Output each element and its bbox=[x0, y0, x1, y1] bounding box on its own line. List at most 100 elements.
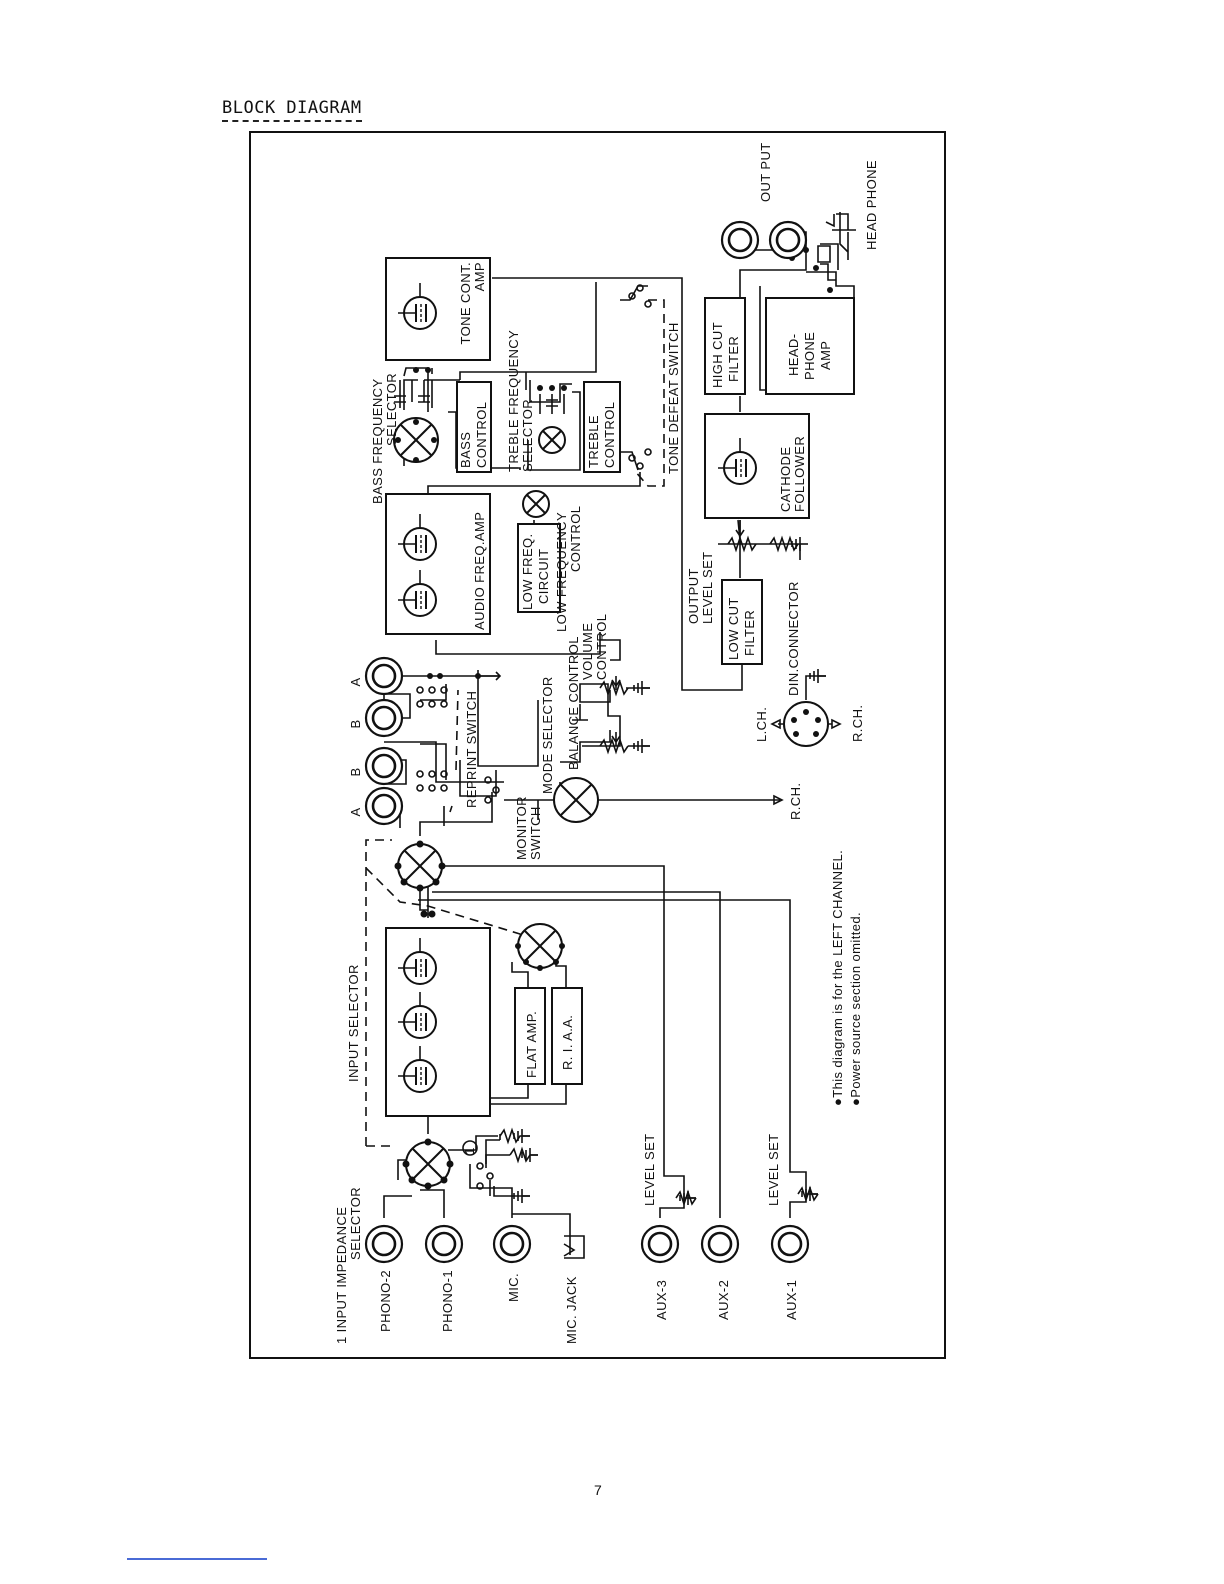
headphone-amp-line3: AMP bbox=[818, 341, 833, 370]
circled-one-label: 1 bbox=[462, 1147, 477, 1155]
mic-jack bbox=[492, 1224, 532, 1264]
high-cut-filter-line1: HIGH CUT bbox=[710, 322, 725, 388]
reprint-switch-label: REPRINT SWITCH bbox=[464, 691, 479, 808]
block-flat-amp: FLAT AMP. bbox=[514, 987, 546, 1085]
treble-frequency-selector-line1: TREBLE FREQUENCY bbox=[506, 330, 521, 472]
label-aux-3: AUX-3 bbox=[654, 1280, 669, 1320]
output-level-set-line2: LEVEL SET bbox=[700, 552, 715, 625]
treble-control-line2: CONTROL bbox=[602, 402, 617, 468]
page-number: 7 bbox=[594, 1482, 602, 1498]
label-mic-jack: MIC. JACK bbox=[564, 1276, 579, 1344]
block-cathode-follower: CATHODE FOLLOWER bbox=[704, 413, 810, 519]
rch-label-din: R.CH. bbox=[850, 705, 865, 742]
aux-2-jack bbox=[700, 1224, 740, 1264]
aux-1-jack bbox=[770, 1224, 810, 1264]
out-put-label: OUT PUT bbox=[758, 142, 773, 202]
tape-letter-4: A bbox=[348, 807, 363, 816]
block-low-cut-filter: LOW CUT FILTER bbox=[721, 579, 763, 665]
output-jack-1 bbox=[720, 220, 760, 260]
input-selector bbox=[394, 840, 446, 918]
cathode-follower-line1: CATHODE bbox=[778, 447, 793, 512]
aux-3-jack bbox=[640, 1224, 680, 1264]
tone-cont-amp-line2: AMP bbox=[472, 262, 487, 291]
low-freq-circuit-line2: CIRCUIT bbox=[536, 548, 551, 604]
treble-frequency-selector-line2: SELECTOR bbox=[520, 399, 535, 472]
label-mic: MIC. bbox=[506, 1273, 521, 1302]
block-treble-control: TREBLE CONTROL bbox=[583, 381, 621, 473]
cathode-follower-line2: FOLLOWER bbox=[792, 436, 807, 512]
mode-selector bbox=[553, 777, 599, 823]
input-impedance-selector bbox=[402, 1138, 454, 1190]
output-arrows bbox=[770, 718, 842, 806]
low-frequency-control-line1: LOW FREQUENCY bbox=[554, 512, 569, 632]
low-frequency-control bbox=[522, 490, 550, 518]
page-heading: BLOCK DIAGRAM bbox=[222, 98, 362, 122]
diagram-frame bbox=[249, 131, 946, 1359]
block-audio-freq-amp: AUDIO FREQ.AMP bbox=[385, 493, 491, 635]
volume-control-line2: CONTROL bbox=[594, 614, 609, 680]
headphone-amp-line2: PHONE bbox=[802, 332, 817, 380]
flat-amp-label: FLAT AMP. bbox=[524, 1011, 539, 1078]
bass-frequency-selector bbox=[393, 367, 439, 463]
ganged-dash-links bbox=[365, 299, 665, 1147]
block-bass-control: BASS CONTROL bbox=[456, 381, 492, 473]
level-set-label-aux3: LEVEL SET bbox=[642, 1134, 657, 1207]
low-freq-circuit-line1: LOW FREQ. bbox=[520, 533, 535, 610]
riaa-label: R. I. A.A. bbox=[560, 1015, 575, 1070]
block-preamp bbox=[385, 927, 491, 1117]
block-headphone-amp: HEAD- PHONE AMP bbox=[765, 297, 855, 395]
input-impedance-selector-line1: 1 INPUT IMPEDANCE bbox=[334, 1207, 349, 1344]
bass-frequency-selector-line2: SELECTOR bbox=[384, 373, 399, 446]
note-power-omitted: ●Power source section omitted. bbox=[848, 912, 863, 1106]
input-impedance-selector-line2: SELECTOR bbox=[348, 1187, 363, 1260]
volume-control-line1: VOLUME bbox=[580, 623, 595, 680]
tape-letter-2: B bbox=[348, 719, 363, 728]
tape-letter-3: B bbox=[348, 767, 363, 776]
phono-selector bbox=[515, 923, 565, 971]
treble-frequency-selector bbox=[537, 385, 567, 454]
high-cut-filter-line2: FILTER bbox=[726, 336, 741, 382]
block-low-freq-circuit: LOW FREQ. CIRCUIT bbox=[517, 523, 561, 613]
treble-control-line1: TREBLE bbox=[586, 415, 601, 468]
potentiometers bbox=[499, 520, 819, 1207]
tape-letter-1: A bbox=[348, 677, 363, 686]
bass-control-line1: BASS bbox=[458, 432, 473, 468]
low-cut-filter-line1: LOW CUT bbox=[726, 597, 741, 660]
din-connector-symbol bbox=[783, 701, 829, 747]
block-riaa: R. I. A.A. bbox=[551, 987, 583, 1085]
headphone-amp-line1: HEAD- bbox=[786, 334, 801, 376]
head-phone-label: HEAD PHONE bbox=[864, 160, 879, 250]
tone-defeat-switch-label: TONE DEFEAT SWITCH bbox=[666, 322, 681, 474]
din-connector-label: DIN.CONNECTOR bbox=[786, 581, 801, 696]
tape-jack-b-bottom bbox=[364, 746, 404, 786]
bass-frequency-selector-line1: BASS FREQUENCY bbox=[370, 378, 385, 504]
input-selector-label: INPUT SELECTOR bbox=[346, 964, 361, 1082]
balance-control-label: BALANCE CONTROL bbox=[566, 636, 581, 770]
reprint-switch-contacts bbox=[416, 671, 502, 804]
output-jack-2 bbox=[768, 220, 808, 260]
monitor-switch-line1: MONITOR bbox=[514, 796, 529, 860]
phono-1-jack bbox=[424, 1224, 464, 1264]
input-labels: PHONO-2 PHONO-1 MIC. MIC. JACK AUX-3 AUX… bbox=[378, 1270, 799, 1344]
label-aux-2: AUX-2 bbox=[716, 1280, 731, 1320]
audio-freq-amp-label: AUDIO FREQ.AMP bbox=[472, 512, 487, 630]
monitor-switch-line2: SWITCH bbox=[528, 806, 543, 860]
footer-rule bbox=[127, 1558, 267, 1560]
tape-jack-b-top bbox=[364, 698, 404, 738]
mic-jack-symbol bbox=[563, 1235, 585, 1259]
label-phono-1: PHONO-1 bbox=[440, 1270, 455, 1332]
low-frequency-control-line2: CONTROL bbox=[568, 506, 583, 572]
rch-label-mode: R.CH. bbox=[788, 783, 803, 820]
bass-control-line2: CONTROL bbox=[474, 402, 489, 468]
block-high-cut-filter: HIGH CUT FILTER bbox=[704, 297, 746, 395]
tone-defeat-switch bbox=[628, 284, 652, 470]
output-level-set-line1: OUTPUT bbox=[686, 568, 701, 624]
low-cut-filter-line2: FILTER bbox=[742, 610, 757, 656]
tape-jack-letters: A B B A bbox=[348, 677, 363, 816]
label-aux-1: AUX-1 bbox=[784, 1280, 799, 1320]
lch-label: L.CH. bbox=[754, 707, 769, 742]
mode-selector-label: MODE SELECTOR bbox=[540, 676, 555, 794]
label-phono-2: PHONO-2 bbox=[378, 1270, 393, 1332]
tape-jack-a-bottom bbox=[364, 786, 404, 826]
